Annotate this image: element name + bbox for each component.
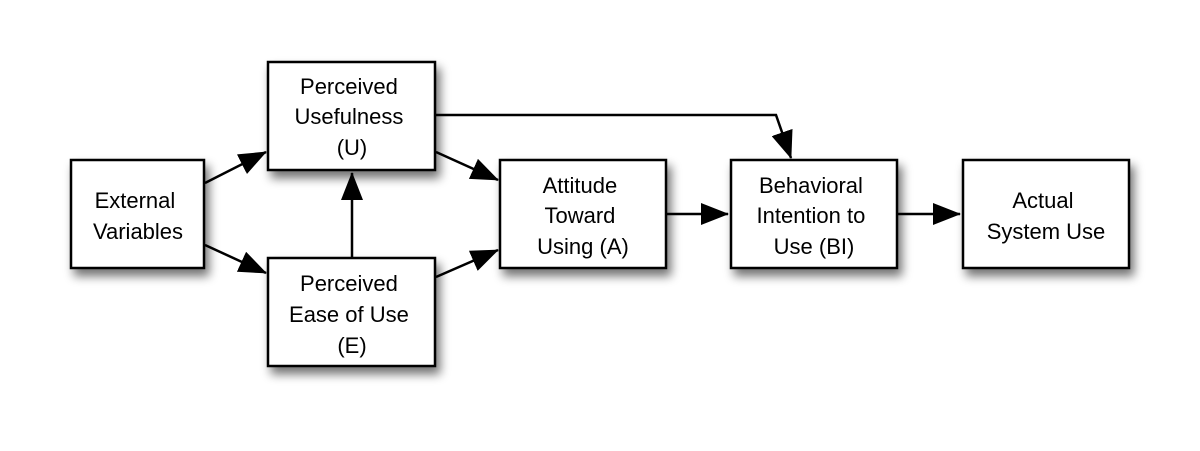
- node-box: [729, 158, 899, 270]
- node-box: [498, 158, 668, 270]
- node-label-line: Ease of Use: [289, 302, 409, 327]
- arrow-external-to-usefulness: [204, 150, 267, 185]
- svg-text:External Variables: External Variables: [93, 188, 183, 244]
- arrow-usefulness-to-attitude: [435, 150, 499, 182]
- svg-text:Behavioral Intention to: Behavioral Intention to Use (BI): [757, 173, 872, 259]
- node-attitude-toward-using: Attitude Toward Using (A): [498, 158, 668, 270]
- svg-text:Perceived Usefulness: Perceived Usefulness (U): [295, 74, 410, 160]
- svg-text:Actual System Use: Actual System Use: [987, 188, 1106, 244]
- node-label-line: Variables: [93, 219, 183, 244]
- node-perceived-usefulness: Perceived Usefulness (U): [266, 60, 437, 172]
- connectors: [204, 113, 961, 279]
- node-label-line: Behavioral: [759, 173, 863, 198]
- node-box: [961, 158, 1131, 270]
- node-label-line: Attitude: [543, 173, 618, 198]
- node-label-line: Perceived: [300, 74, 398, 99]
- node-behavioral-intention: Behavioral Intention to Use (BI): [729, 158, 899, 270]
- node-perceived-ease-of-use: Perceived Ease of Use (E): [266, 256, 437, 368]
- node-box: [69, 158, 206, 270]
- node-label-line: Intention to: [757, 203, 866, 228]
- node-label-line: Usefulness: [295, 104, 404, 129]
- svg-text:Perceived Ease of Use: Perceived Ease of Use (E): [289, 271, 415, 358]
- node-label-line: (E): [337, 333, 366, 358]
- node-label-line: Toward: [544, 203, 615, 228]
- node-box: [266, 60, 437, 172]
- node-label-line: (U): [337, 135, 368, 160]
- svg-text:Attitude Toward Us: Attitude Toward Using (A): [537, 173, 629, 259]
- node-box: [266, 256, 437, 368]
- node-label-line: Perceived: [300, 271, 398, 296]
- node-external-variables: External Variables: [69, 158, 206, 270]
- arrow-external-to-ease: [204, 243, 267, 275]
- node-label-line: System Use: [987, 219, 1106, 244]
- node-actual-system-use: Actual System Use: [961, 158, 1131, 270]
- node-label-line: Actual: [1012, 188, 1073, 213]
- arrow-ease-to-attitude: [435, 248, 499, 279]
- node-label-line: External: [95, 188, 176, 213]
- arrow-usefulness-to-intention: [436, 113, 793, 159]
- node-label-line: Using (A): [537, 234, 629, 259]
- node-label-line: Use (BI): [774, 234, 855, 259]
